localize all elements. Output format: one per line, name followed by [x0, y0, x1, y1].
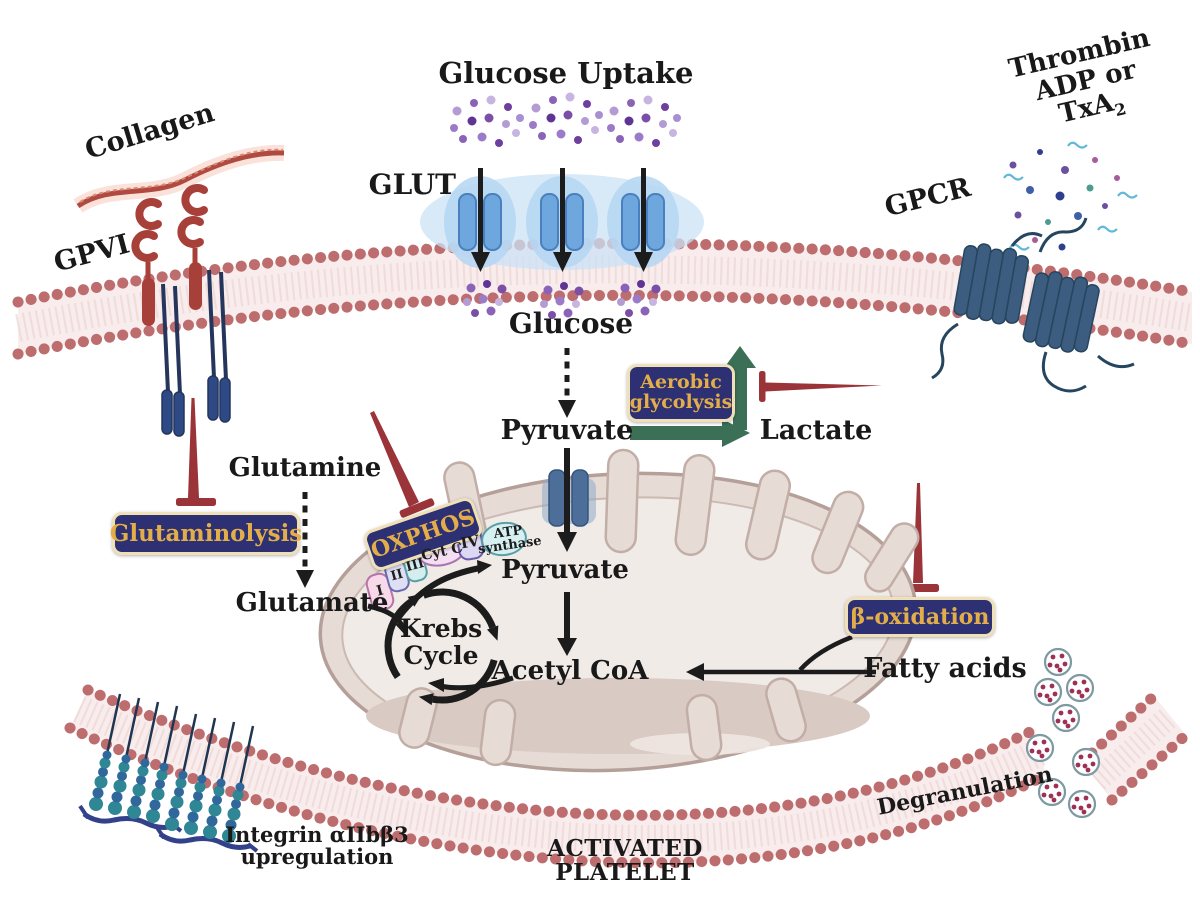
integrin-line1: Integrin αIIbβ3: [225, 822, 409, 847]
glutamine-label: Glutamine: [228, 453, 382, 483]
collagen-fiber-icon: [73, 144, 285, 213]
krebs-line2: Cycle: [403, 640, 479, 670]
krebs-cycle-icon: [384, 588, 499, 706]
plasma-membrane-bottom: [64, 684, 1192, 869]
integrin-line2: upregulation: [240, 844, 394, 870]
lactate-label: Lactate: [759, 415, 873, 446]
pyruvate-cytosol-label: Pyruvate: [500, 415, 634, 446]
glutaminolysis-badge: Glutaminolysis: [110, 512, 302, 555]
complex-iv-label: IV: [459, 531, 481, 553]
glutamine-arrow: [296, 492, 314, 588]
glycolysis-arrow: [558, 348, 576, 418]
aerobic-line1: Aerobic: [640, 371, 722, 394]
agonist-molecules-icon: [1003, 141, 1138, 251]
inhibitor-bars: [176, 371, 939, 592]
beta-oxidation-badge: β-oxidation: [845, 597, 995, 637]
gpcr-receptor-icon: [931, 217, 1135, 393]
glucose-uptake-arrows: [471, 168, 653, 272]
integrin-receptors-icon: [78, 692, 259, 853]
activated-platelet-caption: ACTIVATED PLATELET: [547, 835, 703, 887]
gpvi-receptor-icon: [131, 184, 231, 437]
glut-label: GLUT: [368, 168, 456, 201]
acetyl-coa-label: Acetyl CoA: [491, 656, 649, 686]
glutamate-label: Glutamate: [235, 588, 389, 618]
metabolite-arrows: [367, 603, 876, 692]
pyruvate-import-arrow: [557, 448, 577, 656]
glucose-uptake-label: Glucose Uptake: [438, 56, 694, 90]
aerobic-line2: glycolysis: [629, 391, 733, 413]
integrin-upregulation-label: Integrin αIIbβ3 upregulation: [217, 822, 417, 870]
fatty-acids-label: Fatty acids: [863, 653, 1027, 684]
aerobic-glycolysis-badge: Aerobic glycolysis: [627, 364, 735, 422]
krebs-cycle-label: Krebs Cycle: [381, 614, 501, 670]
pyruvate-mito-label: Pyruvate: [501, 555, 629, 585]
glucose-label: Glucose: [508, 307, 634, 340]
krebs-line1: Krebs: [399, 614, 483, 643]
